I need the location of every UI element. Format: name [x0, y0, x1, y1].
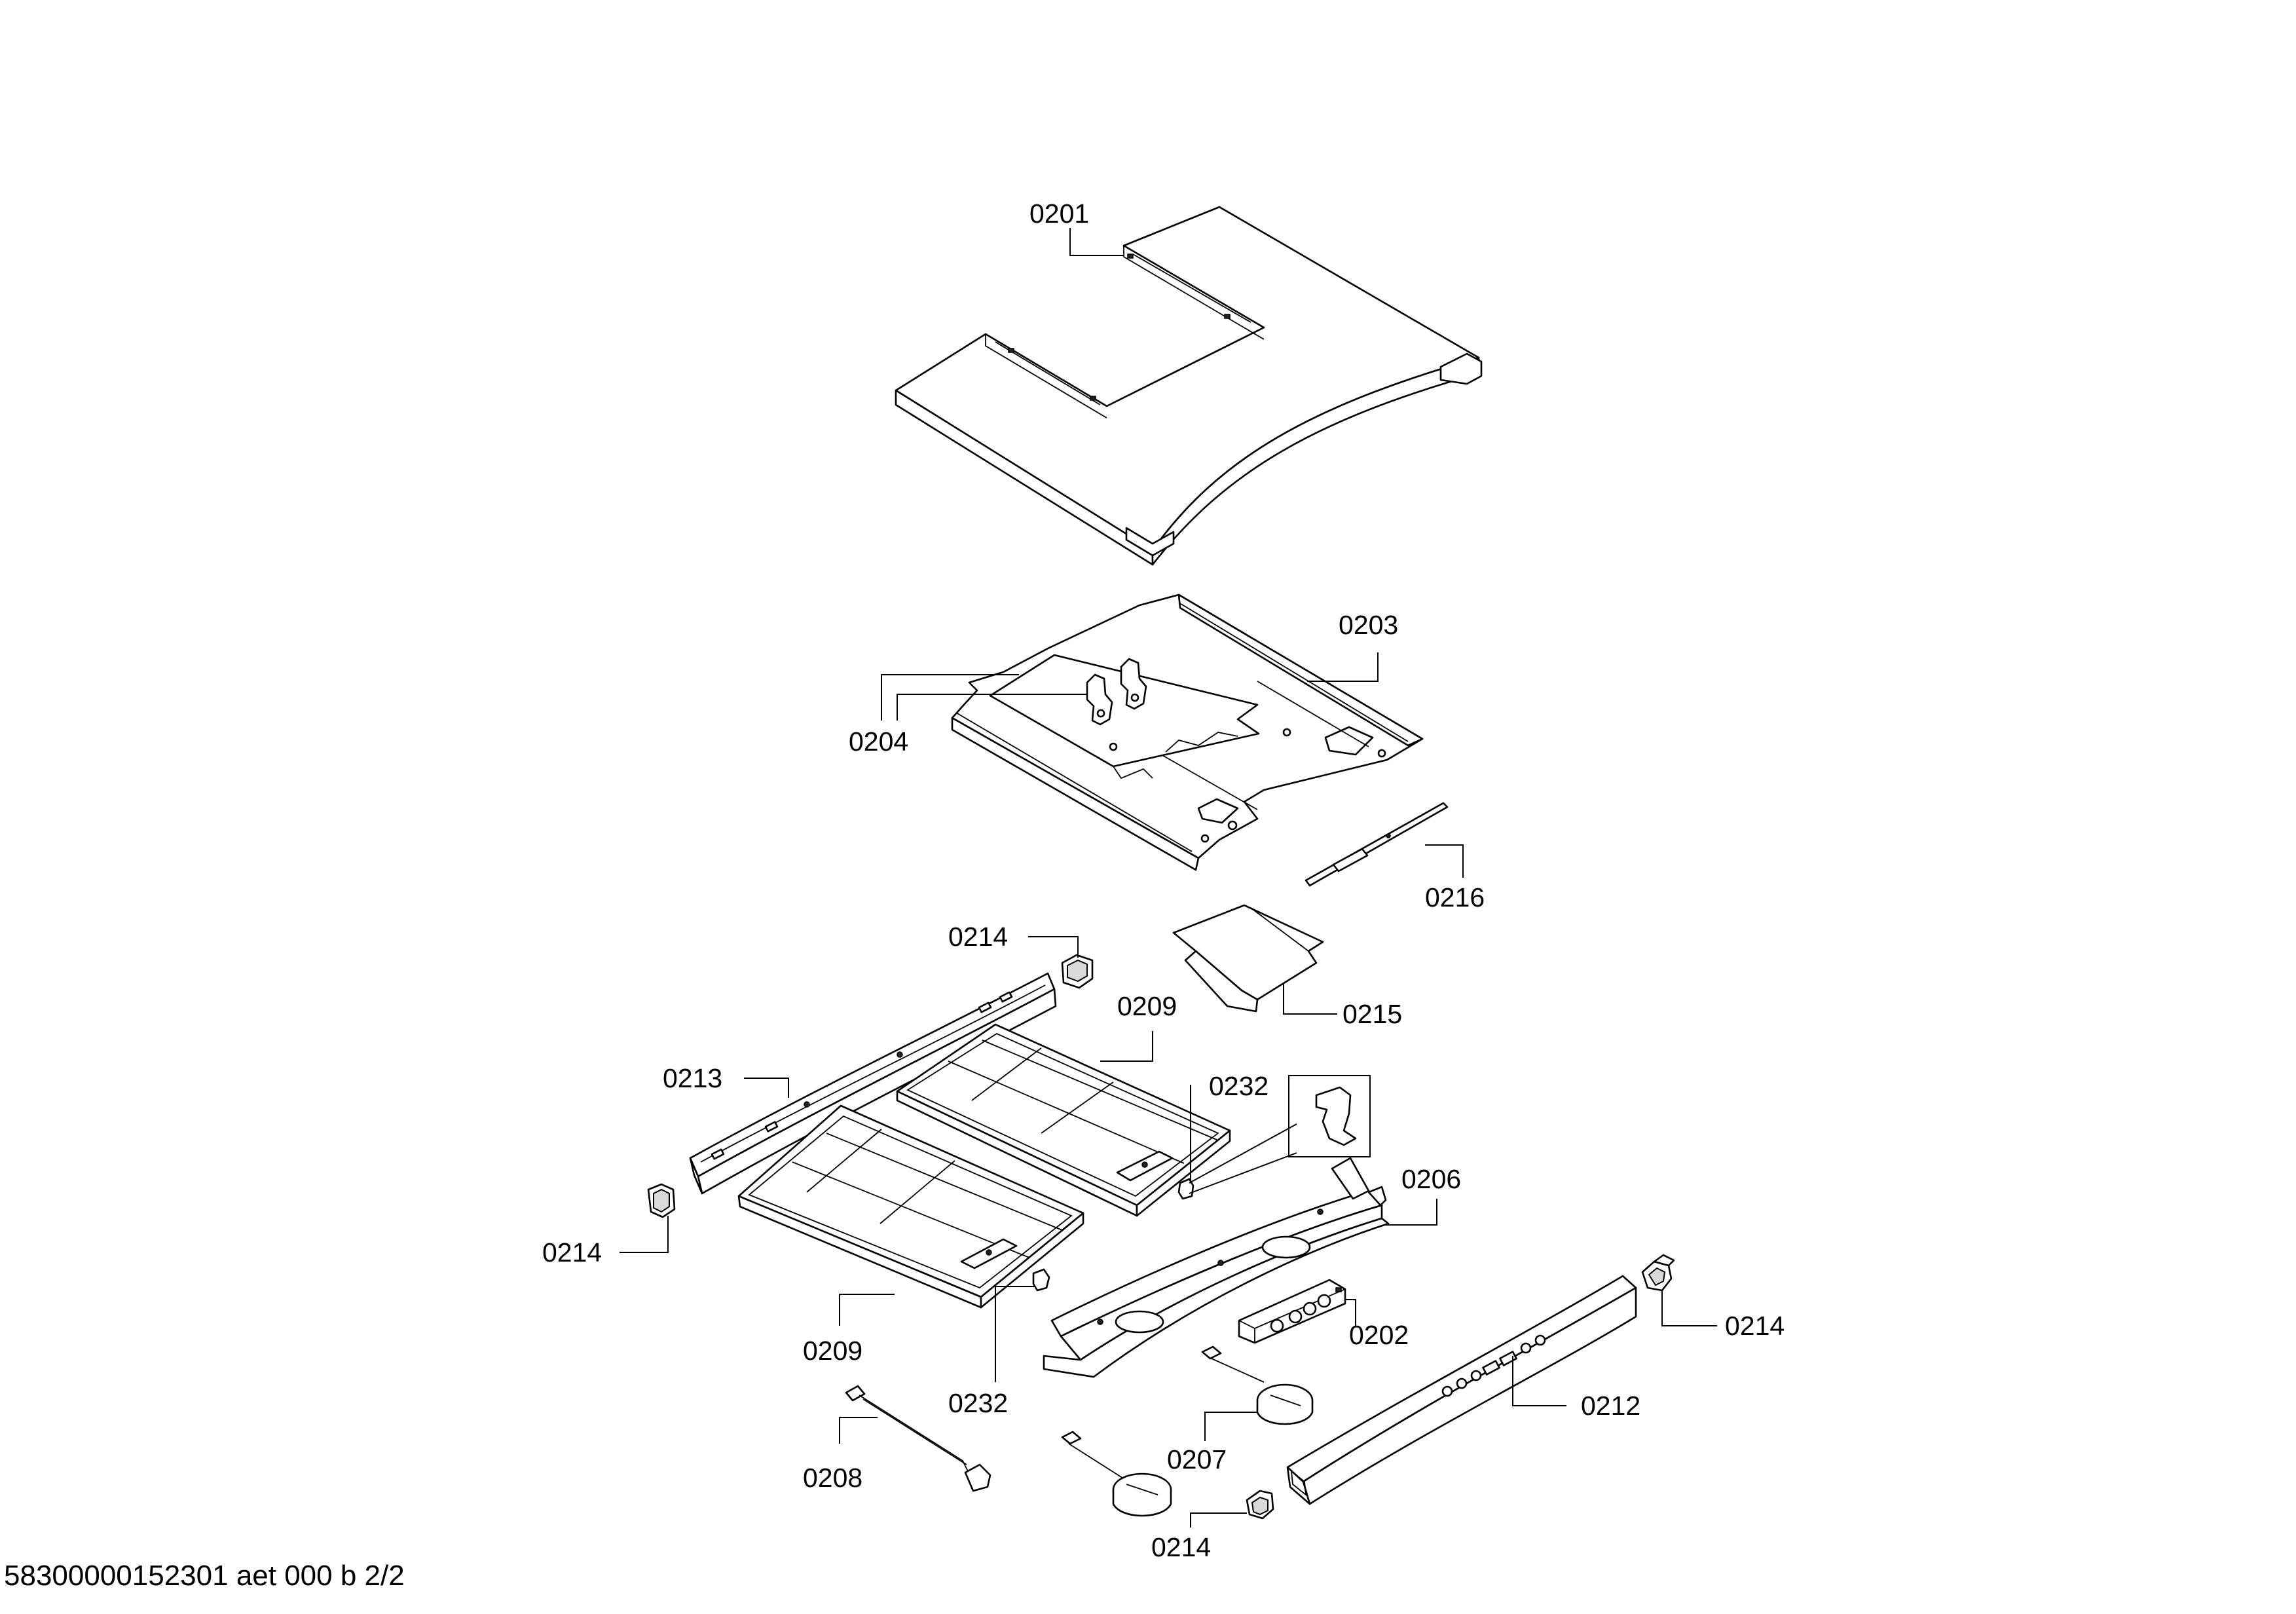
part-0209-filter-lower: [737, 1104, 1084, 1309]
label-0201: 0201: [1029, 198, 1089, 229]
label-0207: 0207: [1167, 1444, 1227, 1474]
part-0203-mounting-plate: [951, 593, 1424, 871]
part-0208-cable: [845, 1385, 991, 1492]
label-0209-b: 0209: [803, 1336, 862, 1366]
part-0232-clip-lower: [1032, 1268, 1050, 1292]
part-0204-hooks: [1086, 658, 1147, 726]
label-0214-c: 0214: [1725, 1311, 1785, 1341]
part-0232-clip-upper: [1177, 1075, 1371, 1200]
part-0215-bracket: [1172, 904, 1324, 1013]
label-0203: 0203: [1339, 610, 1398, 640]
label-0216: 0216: [1425, 882, 1485, 912]
label-0204: 0204: [849, 726, 908, 757]
part-0214-clip-a: [1061, 954, 1094, 989]
label-0232-a: 0232: [1209, 1071, 1268, 1101]
drawing-number: 58300000152301 aet 000 b 2/2: [4, 1560, 405, 1592]
part-0214-clip-c: [1641, 1254, 1675, 1292]
part-0207-lamp-lower: [1061, 1431, 1172, 1517]
label-0214-b: 0214: [542, 1237, 602, 1267]
label-0209-a: 0209: [1117, 991, 1177, 1021]
label-0206: 0206: [1401, 1164, 1461, 1194]
part-0216-strip: [1305, 802, 1449, 887]
part-0201-top-cover: [895, 206, 1483, 566]
part-0206-front-panel: [1043, 1157, 1390, 1378]
part-0212-front-bar: [1286, 1275, 1637, 1505]
part-0209-filter-upper: [896, 1023, 1231, 1217]
label-0213: 0213: [663, 1063, 722, 1093]
label-0215: 0215: [1342, 999, 1402, 1029]
label-0214-d: 0214: [1151, 1532, 1211, 1562]
label-0212: 0212: [1581, 1391, 1640, 1421]
label-0232-b: 0232: [948, 1388, 1008, 1418]
label-0214-a: 0214: [948, 922, 1008, 952]
part-0214-clip-d: [1246, 1490, 1274, 1520]
leader-lines: [620, 228, 1717, 1528]
label-0208: 0208: [803, 1463, 862, 1493]
part-0202-control-board: [1238, 1279, 1346, 1344]
part-0207-lamp-upper: [1201, 1345, 1314, 1425]
part-0214-clip-b: [647, 1183, 676, 1218]
label-0202: 0202: [1349, 1320, 1409, 1350]
